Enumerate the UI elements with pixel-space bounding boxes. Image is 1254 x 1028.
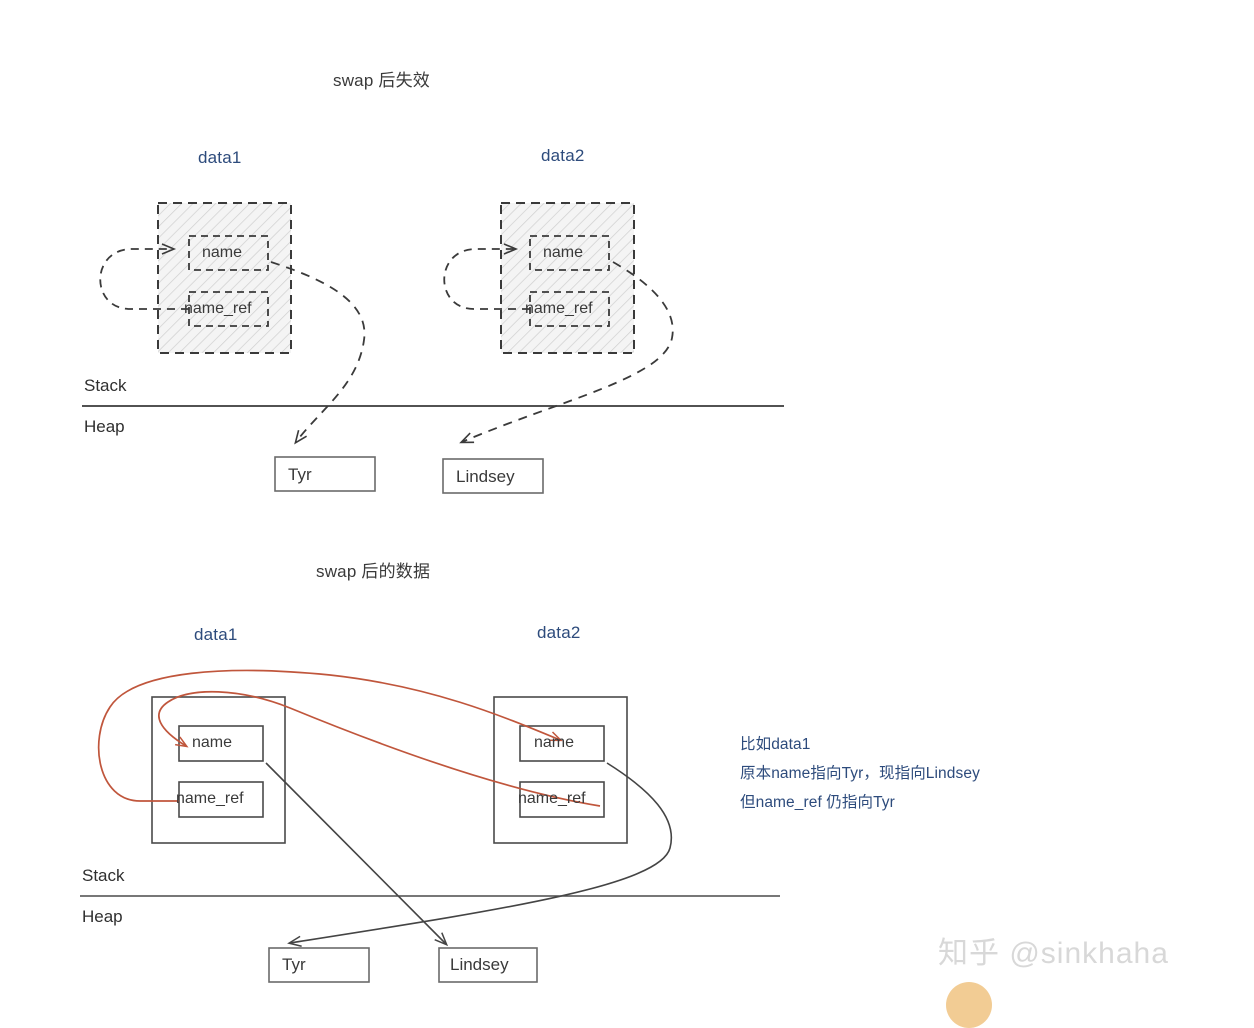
upper-label-data1: data1 [198, 148, 242, 167]
upper-data1-name-text: name [202, 244, 243, 261]
upper-data2-container [500, 202, 635, 354]
lower-label-data1: data1 [194, 625, 238, 644]
upper-stack-label: Stack [84, 376, 127, 395]
lower-data2-name-text: name [534, 734, 575, 751]
note-line-2: 原本name指向Tyr，现指向Lindsey [740, 765, 980, 782]
upper-data2-name-text: name [543, 244, 584, 261]
upper-data1-ref-loop-arrow [99, 243, 189, 310]
lower-stack-label: Stack [82, 866, 125, 885]
upper-data1-name-to-tyr-arrow [270, 261, 366, 445]
lower-data1-container [151, 696, 286, 844]
lower-heap-lindsey-text: Lindsey [450, 955, 509, 974]
upper-heap-tyr-text: Tyr [288, 465, 312, 484]
lower-label-data2: data2 [537, 623, 581, 642]
upper-heap-label: Heap [84, 417, 125, 436]
upper-heap-lindsey-text: Lindsey [456, 467, 515, 486]
lower-data1-ref-to-data2-name-arrow [97, 669, 563, 802]
lower-data1-nameref-text: name_ref [176, 790, 244, 807]
upper-label-data2: data2 [541, 146, 585, 165]
upper-section-title: swap 后失效 [333, 71, 431, 90]
diagram-vector-layer [80, 202, 784, 983]
note-line-3: 但name_ref 仍指向Tyr [740, 794, 895, 811]
lower-section-title: swap 后的数据 [316, 562, 431, 581]
lower-data1-name-to-lindsey-arrow [265, 762, 449, 947]
lower-data2-container [493, 696, 628, 844]
watermark-avatar [946, 982, 992, 1028]
upper-data1-container [157, 202, 292, 354]
lower-data2-nameref-text: name_ref [518, 790, 586, 807]
lower-heap-tyr-text: Tyr [282, 955, 306, 974]
lower-data2-name-to-tyr-arrow [287, 762, 673, 947]
lower-data1-name-text: name [192, 734, 233, 751]
note-line-1: 比如data1 [740, 736, 811, 753]
watermark-text: 知乎 @sinkhaha [938, 937, 1169, 970]
upper-data2-ref-loop-arrow [443, 243, 530, 310]
diagram-canvas: swap 后失效 data1 data2 name name_ref name … [80, 71, 1169, 1028]
upper-data2-name-to-lindsey-arrow [459, 261, 674, 444]
lower-heap-label: Heap [82, 907, 123, 926]
upper-data2-nameref-text: name_ref [525, 300, 593, 317]
upper-data1-nameref-text: name_ref [184, 300, 252, 317]
